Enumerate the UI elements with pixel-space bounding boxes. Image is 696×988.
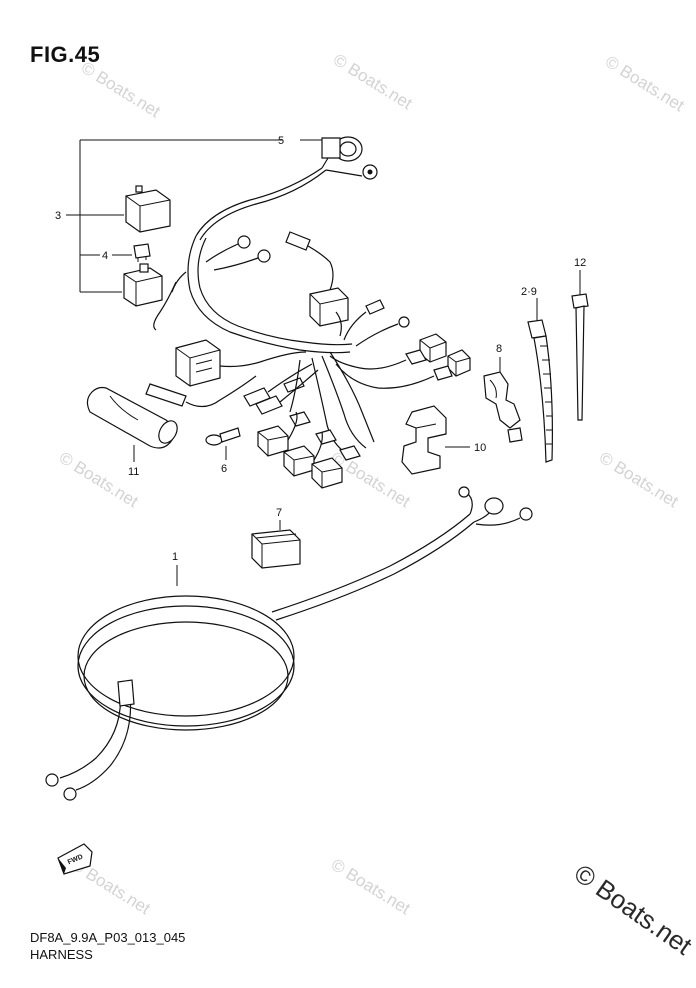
relay-socket — [123, 263, 163, 307]
upper-harness — [145, 164, 471, 489]
part-2-9-tie — [527, 319, 553, 463]
part-1-main-harness — [45, 486, 533, 801]
part-6-pin — [205, 427, 241, 446]
part-8-clip — [483, 371, 523, 443]
bracket-lines — [66, 139, 322, 293]
part-10-clip — [401, 405, 447, 475]
callout-6: 6 — [221, 463, 227, 475]
part-12-tie — [571, 293, 589, 421]
drawing-code: DF8A_9.9A_P03_013_045 — [30, 930, 186, 945]
drawing-name: HARNESS — [30, 947, 93, 962]
part-3-relay — [125, 185, 171, 233]
callout-2-9: 2·9 — [521, 286, 537, 298]
callout-11: 11 — [128, 466, 139, 478]
part-4-fuse — [133, 243, 151, 262]
callout-7: 7 — [276, 507, 282, 519]
part-5-grommet — [321, 136, 363, 169]
fig-title: FIG.45 — [30, 42, 101, 67]
callout-5: 5 — [278, 135, 284, 147]
callout-12: 12 — [574, 257, 586, 269]
leader-lines — [133, 270, 581, 586]
part-7-cap — [251, 529, 301, 569]
callout-4: 4 — [102, 250, 108, 262]
callout-10: 10 — [474, 442, 486, 454]
fwd-arrow-icon: FWD — [57, 843, 93, 875]
callout-3: 3 — [55, 210, 61, 222]
part-11-sleeve — [86, 386, 178, 449]
callout-8: 8 — [496, 343, 502, 355]
callout-1: 1 — [172, 551, 178, 563]
